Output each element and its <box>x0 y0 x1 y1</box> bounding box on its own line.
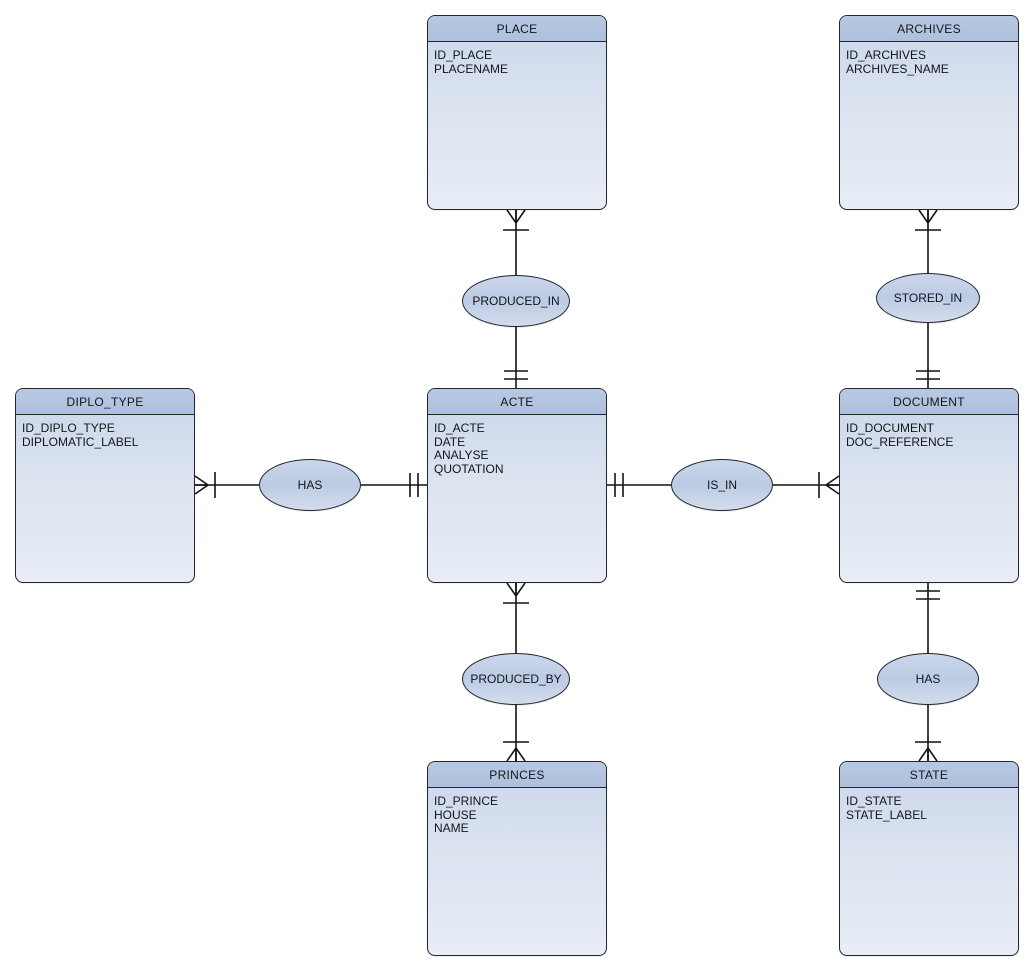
crowsfoot-princes <box>506 746 526 762</box>
entity-document-attributes: ID_DOCUMENT DOC_REFERENCE <box>840 415 1018 449</box>
entity-acte[interactable]: ACTE ID_ACTE DATE ANALYSE QUOTATION <box>427 388 607 583</box>
crowsfoot-state <box>918 746 938 762</box>
entity-place[interactable]: PLACE ID_PLACE PLACENAME <box>427 15 607 210</box>
entity-state-attributes: ID_STATE STATE_LABEL <box>840 788 1018 822</box>
attribute: ID_DOCUMENT <box>846 421 935 435</box>
attribute: ANALYSE <box>434 448 489 463</box>
entity-diplo-type[interactable]: DIPLO_TYPE ID_DIPLO_TYPE DIPLOMATIC_LABE… <box>15 388 195 583</box>
entity-acte-attributes: ID_ACTE DATE ANALYSE QUOTATION <box>428 415 606 476</box>
attribute: ID_PLACE <box>434 48 493 62</box>
entity-place-title: PLACE <box>428 16 606 42</box>
attribute: ID_STATE <box>846 794 902 808</box>
entity-diplo-type-title: DIPLO_TYPE <box>16 389 194 415</box>
relationship-has-state[interactable]: HAS <box>877 653 979 705</box>
attribute: ID_DIPLO_TYPE <box>22 421 115 435</box>
entity-place-attributes: ID_PLACE PLACENAME <box>428 42 606 76</box>
entity-princes-title: PRINCES <box>428 762 606 788</box>
crowsfoot-document <box>824 475 840 495</box>
attribute: DATE <box>434 434 466 449</box>
attribute: ID_ACTE <box>434 421 485 435</box>
entity-state[interactable]: STATE ID_STATE STATE_LABEL <box>839 761 1019 956</box>
relationship-produced-in-label: PRODUCED_IN <box>472 294 560 308</box>
entity-archives-title: ARCHIVES <box>840 16 1018 42</box>
attribute: ID_ARCHIVES <box>846 48 927 62</box>
crowsfoot-acte-bottom <box>506 582 526 598</box>
relationship-has-diplo-label: HAS <box>297 478 323 492</box>
attribute: STATE_LABEL <box>846 807 927 822</box>
entity-archives[interactable]: ARCHIVES ID_ARCHIVES ARCHIVES_NAME <box>839 15 1019 210</box>
entity-state-title: STATE <box>840 762 1018 788</box>
relationship-has-diplo[interactable]: HAS <box>259 459 361 511</box>
relationship-has-state-label: HAS <box>915 672 941 686</box>
entity-princes[interactable]: PRINCES ID_PRINCE HOUSE NAME <box>427 761 607 956</box>
entity-diplo-type-attributes: ID_DIPLO_TYPE DIPLOMATIC_LABEL <box>16 415 194 449</box>
relationship-stored-in-label: STORED_IN <box>893 291 963 305</box>
entity-acte-title: ACTE <box>428 389 606 415</box>
attribute: QUOTATION <box>434 461 504 476</box>
relationship-stored-in[interactable]: STORED_IN <box>876 273 980 323</box>
attribute: ARCHIVES_NAME <box>846 61 949 76</box>
entity-document[interactable]: DOCUMENT ID_DOCUMENT DOC_REFERENCE <box>839 388 1019 583</box>
attribute: ID_PRINCE <box>434 794 499 808</box>
relationship-is-in-label: IS_IN <box>706 478 737 492</box>
crowsfoot-diplotype <box>194 475 210 495</box>
attribute: NAME <box>434 821 469 836</box>
relationship-is-in[interactable]: IS_IN <box>671 459 773 511</box>
attribute: HOUSE <box>434 807 477 822</box>
relationship-produced-by[interactable]: PRODUCED_BY <box>462 653 570 705</box>
relationship-produced-in[interactable]: PRODUCED_IN <box>462 275 570 327</box>
attribute: DOC_REFERENCE <box>846 434 954 449</box>
crowsfoot-place <box>506 209 526 225</box>
entity-princes-attributes: ID_PRINCE HOUSE NAME <box>428 788 606 836</box>
attribute: PLACENAME <box>434 61 509 76</box>
relationship-produced-by-label: PRODUCED_BY <box>470 672 562 686</box>
entity-archives-attributes: ID_ARCHIVES ARCHIVES_NAME <box>840 42 1018 76</box>
crowsfoot-archives <box>918 209 938 225</box>
attribute: DIPLOMATIC_LABEL <box>22 434 139 449</box>
entity-document-title: DOCUMENT <box>840 389 1018 415</box>
